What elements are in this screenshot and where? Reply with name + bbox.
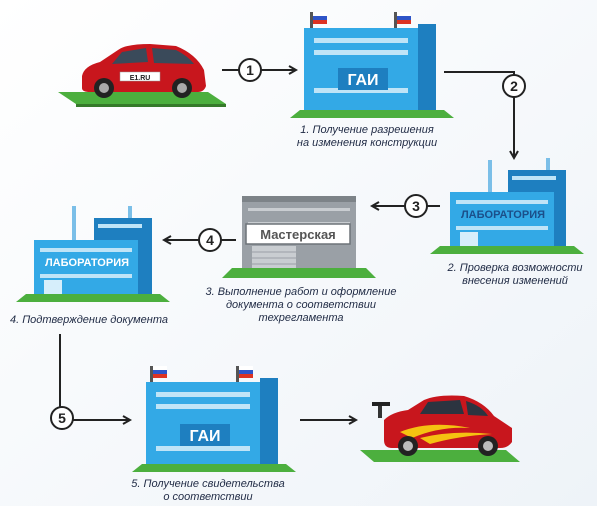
- step-4-number: 4: [206, 232, 214, 248]
- license-plate: E1.RU: [130, 75, 151, 82]
- gai-sign-top: ГАИ: [347, 72, 378, 89]
- car-start: E1.RU: [58, 44, 226, 107]
- workshop-sign: Мастерская: [260, 227, 336, 242]
- step-1-caption-line-1: 1. Получение разрешения: [300, 124, 434, 136]
- car-tuned: [360, 395, 520, 462]
- step-5-caption-line-1: 5. Получение свидетельства: [131, 478, 285, 490]
- gai-building-bottom: ГАИ: [132, 366, 296, 472]
- step-1-caption: 1. Получение разрешения на изменения кон…: [286, 124, 448, 150]
- step-3-caption: 3. Выполнение работ и оформление докумен…: [196, 286, 406, 325]
- laboratory-right: ЛАБОРАТОРИЯ: [430, 158, 584, 254]
- step-3-badge: [404, 194, 428, 218]
- step-3-number: 3: [412, 198, 420, 214]
- step-4-caption: 4. Подтверждение документа: [0, 314, 178, 327]
- step-1-caption-line-2: на изменения конструкции: [296, 137, 438, 149]
- lab-sign-left: ЛАБОРАТОРИЯ: [45, 257, 129, 269]
- step-1-number: 1: [246, 62, 254, 78]
- step-3-caption-line-2: документа о соответствии: [225, 299, 377, 311]
- laboratory-left: ЛАБОРАТОРИЯ: [16, 206, 170, 302]
- step-4-caption-line-1: 4. Подтверждение документа: [9, 314, 169, 326]
- step-3-caption-line-1: 3. Выполнение работ и оформление: [205, 286, 397, 298]
- grass-platform: [58, 92, 226, 104]
- arrow-2: [444, 71, 514, 158]
- gai-sign-bottom: ГАИ: [189, 428, 220, 445]
- step-4-badge: [198, 228, 222, 252]
- step-5-number: 5: [58, 410, 66, 426]
- step-2-number: 2: [510, 78, 518, 94]
- lab-sign-right: ЛАБОРАТОРИЯ: [461, 209, 545, 221]
- step-2-caption: 2. Проверка возможности внесения изменен…: [436, 262, 594, 288]
- gai-building-top: ГАИ: [290, 12, 454, 118]
- step-5-caption: 5. Получение свидетельства о соответстви…: [128, 478, 288, 504]
- step-5-caption-line-2: о соответствии: [163, 491, 253, 503]
- step-1-badge: [238, 58, 262, 82]
- step-5-badge: [50, 406, 74, 430]
- step-2-badge: [502, 74, 526, 98]
- step-2-caption-line-2: внесения изменений: [462, 275, 568, 287]
- step-2-caption-line-1: 2. Проверка возможности: [447, 262, 583, 274]
- workshop: Мастерская: [222, 196, 376, 278]
- step-3-caption-line-3: техрегламента: [258, 312, 344, 324]
